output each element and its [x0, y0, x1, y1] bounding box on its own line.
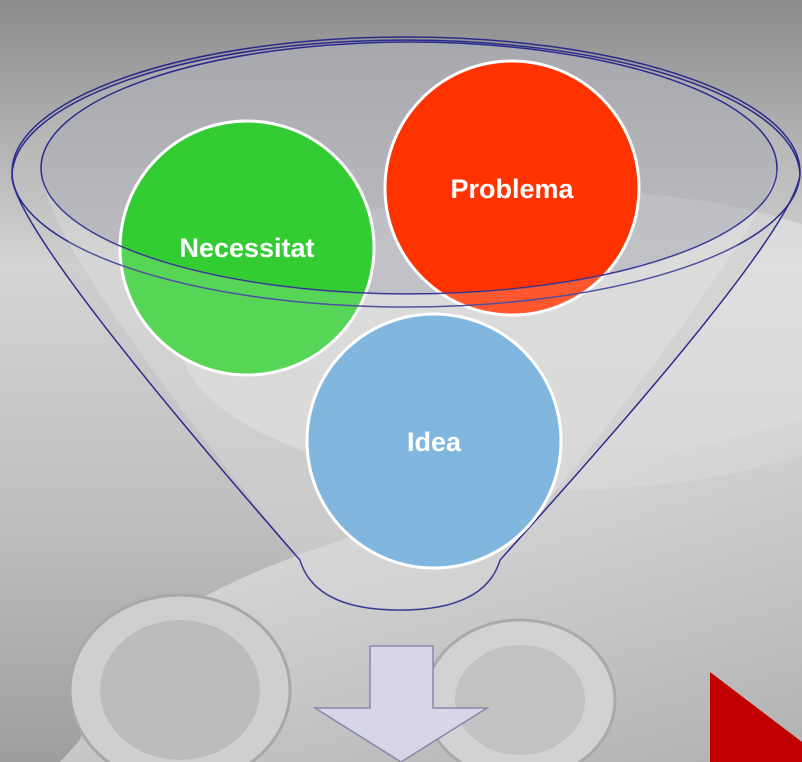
funnel-rim-outer — [11, 36, 801, 308]
funnel-veil — [40, 168, 777, 610]
circle-idea: Idea — [305, 312, 563, 570]
down-arrow-icon — [312, 645, 490, 762]
label-problema: Problema — [450, 174, 574, 204]
corner-triangle-icon — [710, 672, 802, 762]
label-idea: Idea — [407, 427, 462, 457]
label-necessitat: Necessitat — [179, 233, 314, 263]
circle-problema: Problema — [383, 59, 641, 317]
funnel-rim-inner — [40, 41, 778, 295]
circle-necessitat: Necessitat — [118, 119, 376, 377]
